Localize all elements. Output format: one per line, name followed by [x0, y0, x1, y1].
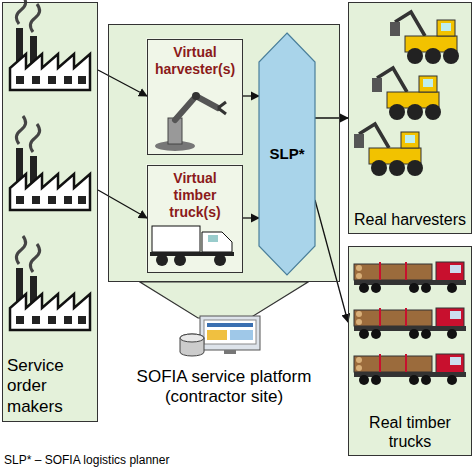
- truck-icon: [156, 254, 168, 266]
- virtual-box: Virtual harvester(s): [147, 39, 243, 155]
- node-text: SLP*: [263, 145, 311, 163]
- computer-icon: [204, 320, 256, 344]
- factory-icon: [10, 0, 90, 90]
- robot-arm-icon: [192, 92, 200, 100]
- harvester-icon: [354, 124, 423, 176]
- resource-panel: Real harvesters: [348, 2, 472, 234]
- node-text: Virtual timber truck(s): [152, 170, 238, 220]
- truck-icon: [208, 235, 218, 242]
- actor-panel: Service order makers: [2, 2, 98, 422]
- flow-arrow: [98, 70, 147, 96]
- planner-hexagon: SLP*: [259, 33, 315, 275]
- panel-fill: [108, 24, 340, 282]
- flow-arrow: [243, 95, 259, 96]
- robot-arm-icon: [155, 92, 226, 151]
- computer-icon: [230, 330, 253, 340]
- harvester-icon: [372, 68, 441, 120]
- panel-fill: [348, 246, 472, 456]
- computer-icon: [207, 323, 253, 327]
- timber-truck-icon: [354, 308, 466, 339]
- box-fill: [146, 38, 242, 154]
- factory-icon: [10, 116, 90, 210]
- timber-truck-icon: [354, 262, 466, 293]
- node-text: Real timber trucks: [353, 413, 467, 451]
- node-text: SOFIA service platform (contractor site): [124, 367, 324, 408]
- panel-fill: [348, 2, 472, 234]
- truck-icon: [150, 226, 234, 266]
- flow-arrow: [98, 190, 147, 218]
- computer-icon: [180, 316, 260, 356]
- computer-icon: [180, 334, 204, 342]
- factory-icon: [10, 236, 90, 330]
- truck-icon: [174, 254, 186, 266]
- flow-arrow: [243, 217, 259, 218]
- robot-arm-icon: [218, 102, 226, 114]
- node-text: Virtual harvester(s): [152, 44, 238, 78]
- box-fill: [146, 164, 242, 272]
- computer-icon: [180, 334, 204, 356]
- truck-icon: [202, 232, 232, 252]
- timber-truck-icon: [354, 354, 466, 385]
- resource-panel: Real timber trucks: [348, 246, 472, 456]
- computer-icon: [224, 350, 236, 354]
- platform-panel: Virtual harvester(s) Virtual timber truck…: [108, 24, 340, 282]
- flow-arrow: [315, 200, 348, 322]
- hexagon-shape: [259, 33, 315, 275]
- node-text: Service order makers: [7, 356, 93, 417]
- flow-arrow: [315, 117, 348, 118]
- footnote: SLP* – SOFIA logistics planner: [4, 453, 169, 467]
- platform-funnel: [140, 282, 308, 318]
- node-text: Real harvesters: [353, 210, 467, 229]
- truck-icon: [214, 254, 226, 266]
- computer-icon: [207, 330, 227, 340]
- truck-icon: [152, 226, 200, 252]
- virtual-box: Virtual timber truck(s): [147, 165, 243, 273]
- harvester-icon: [390, 12, 459, 64]
- computer-icon: [200, 316, 260, 350]
